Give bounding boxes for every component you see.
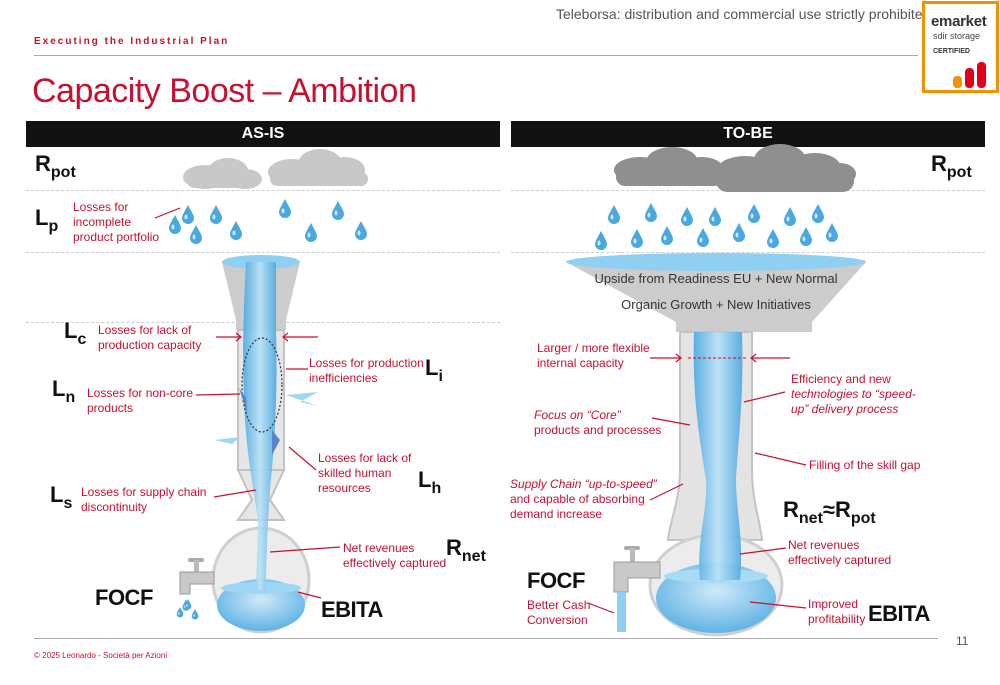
as-is-rnet-symbol: Rnet bbox=[446, 535, 486, 565]
core-label: Focus on “Core”products and processes bbox=[534, 408, 662, 437]
to-be-connectors bbox=[587, 353, 807, 614]
page-number: 11 bbox=[956, 634, 969, 648]
to-be-clouds-icon bbox=[614, 144, 856, 192]
lc-symbol: Lc bbox=[64, 318, 87, 348]
as-is-tap-icon bbox=[176, 558, 215, 620]
as-is-rain-drops-icon bbox=[169, 199, 367, 244]
to-be-heading: TO-BE bbox=[511, 121, 985, 147]
as-is-cloud-left-icon bbox=[183, 158, 262, 189]
badge-brand: emarket bbox=[931, 13, 987, 30]
as-is-rpot-symbol: Rpot bbox=[35, 151, 76, 181]
footer-divider bbox=[34, 638, 938, 639]
li-symbol: Li bbox=[425, 355, 443, 385]
badge-certified: CERTIFIED bbox=[933, 48, 970, 55]
badge-bars-icon bbox=[953, 62, 986, 88]
rnet-approx-rpot: Rnet≈Rpot bbox=[783, 497, 876, 527]
ln-symbol: Ln bbox=[52, 376, 76, 406]
as-is-cloud-right-icon bbox=[268, 149, 368, 186]
supply-chain-label: Supply Chain “up-to-speed”and capable of… bbox=[510, 477, 657, 521]
funnel-line-2: Organic Growth + New Initiatives bbox=[621, 297, 811, 312]
to-be-rpot-symbol: Rpot bbox=[931, 151, 972, 181]
copyright: © 2025 Leonardo - Società per Azioni bbox=[34, 651, 168, 660]
to-be-water-stream bbox=[688, 332, 748, 580]
to-be-divider-2 bbox=[511, 252, 985, 253]
page-title: Capacity Boost – Ambition bbox=[32, 72, 417, 110]
to-be-rain-drops-icon bbox=[595, 203, 838, 250]
to-be-focf: FOCF bbox=[527, 568, 585, 593]
funnel-line-1: Upside from Readiness EU + New Normal bbox=[594, 271, 838, 286]
section-label: Executing the Industrial Plan bbox=[34, 36, 230, 47]
lp-symbol: Lp bbox=[35, 205, 59, 235]
as-is-divider-1 bbox=[26, 190, 500, 191]
to-be-ebita: EBITA bbox=[868, 601, 930, 626]
as-is-water-stream bbox=[214, 262, 318, 590]
badge-subtitle: sdir storage bbox=[933, 31, 981, 41]
as-is-connectors bbox=[154, 207, 341, 599]
skill-gap-label: Filling of the skill gap bbox=[809, 458, 921, 472]
watermark-text: Teleborsa: distribution and commercial u… bbox=[556, 6, 931, 22]
ls-symbol: Ls bbox=[50, 482, 73, 512]
as-is-ebita: EBITA bbox=[321, 597, 383, 622]
to-be-tap-icon bbox=[613, 546, 661, 632]
header-divider bbox=[34, 55, 918, 56]
lh-symbol: Lh bbox=[418, 467, 442, 497]
emarket-certified-badge: emarket sdir storage CERTIFIED bbox=[922, 1, 999, 93]
as-is-divider-2 bbox=[26, 252, 500, 253]
as-is-heading: AS-IS bbox=[26, 121, 500, 147]
as-is-focf: FOCF bbox=[95, 585, 153, 610]
